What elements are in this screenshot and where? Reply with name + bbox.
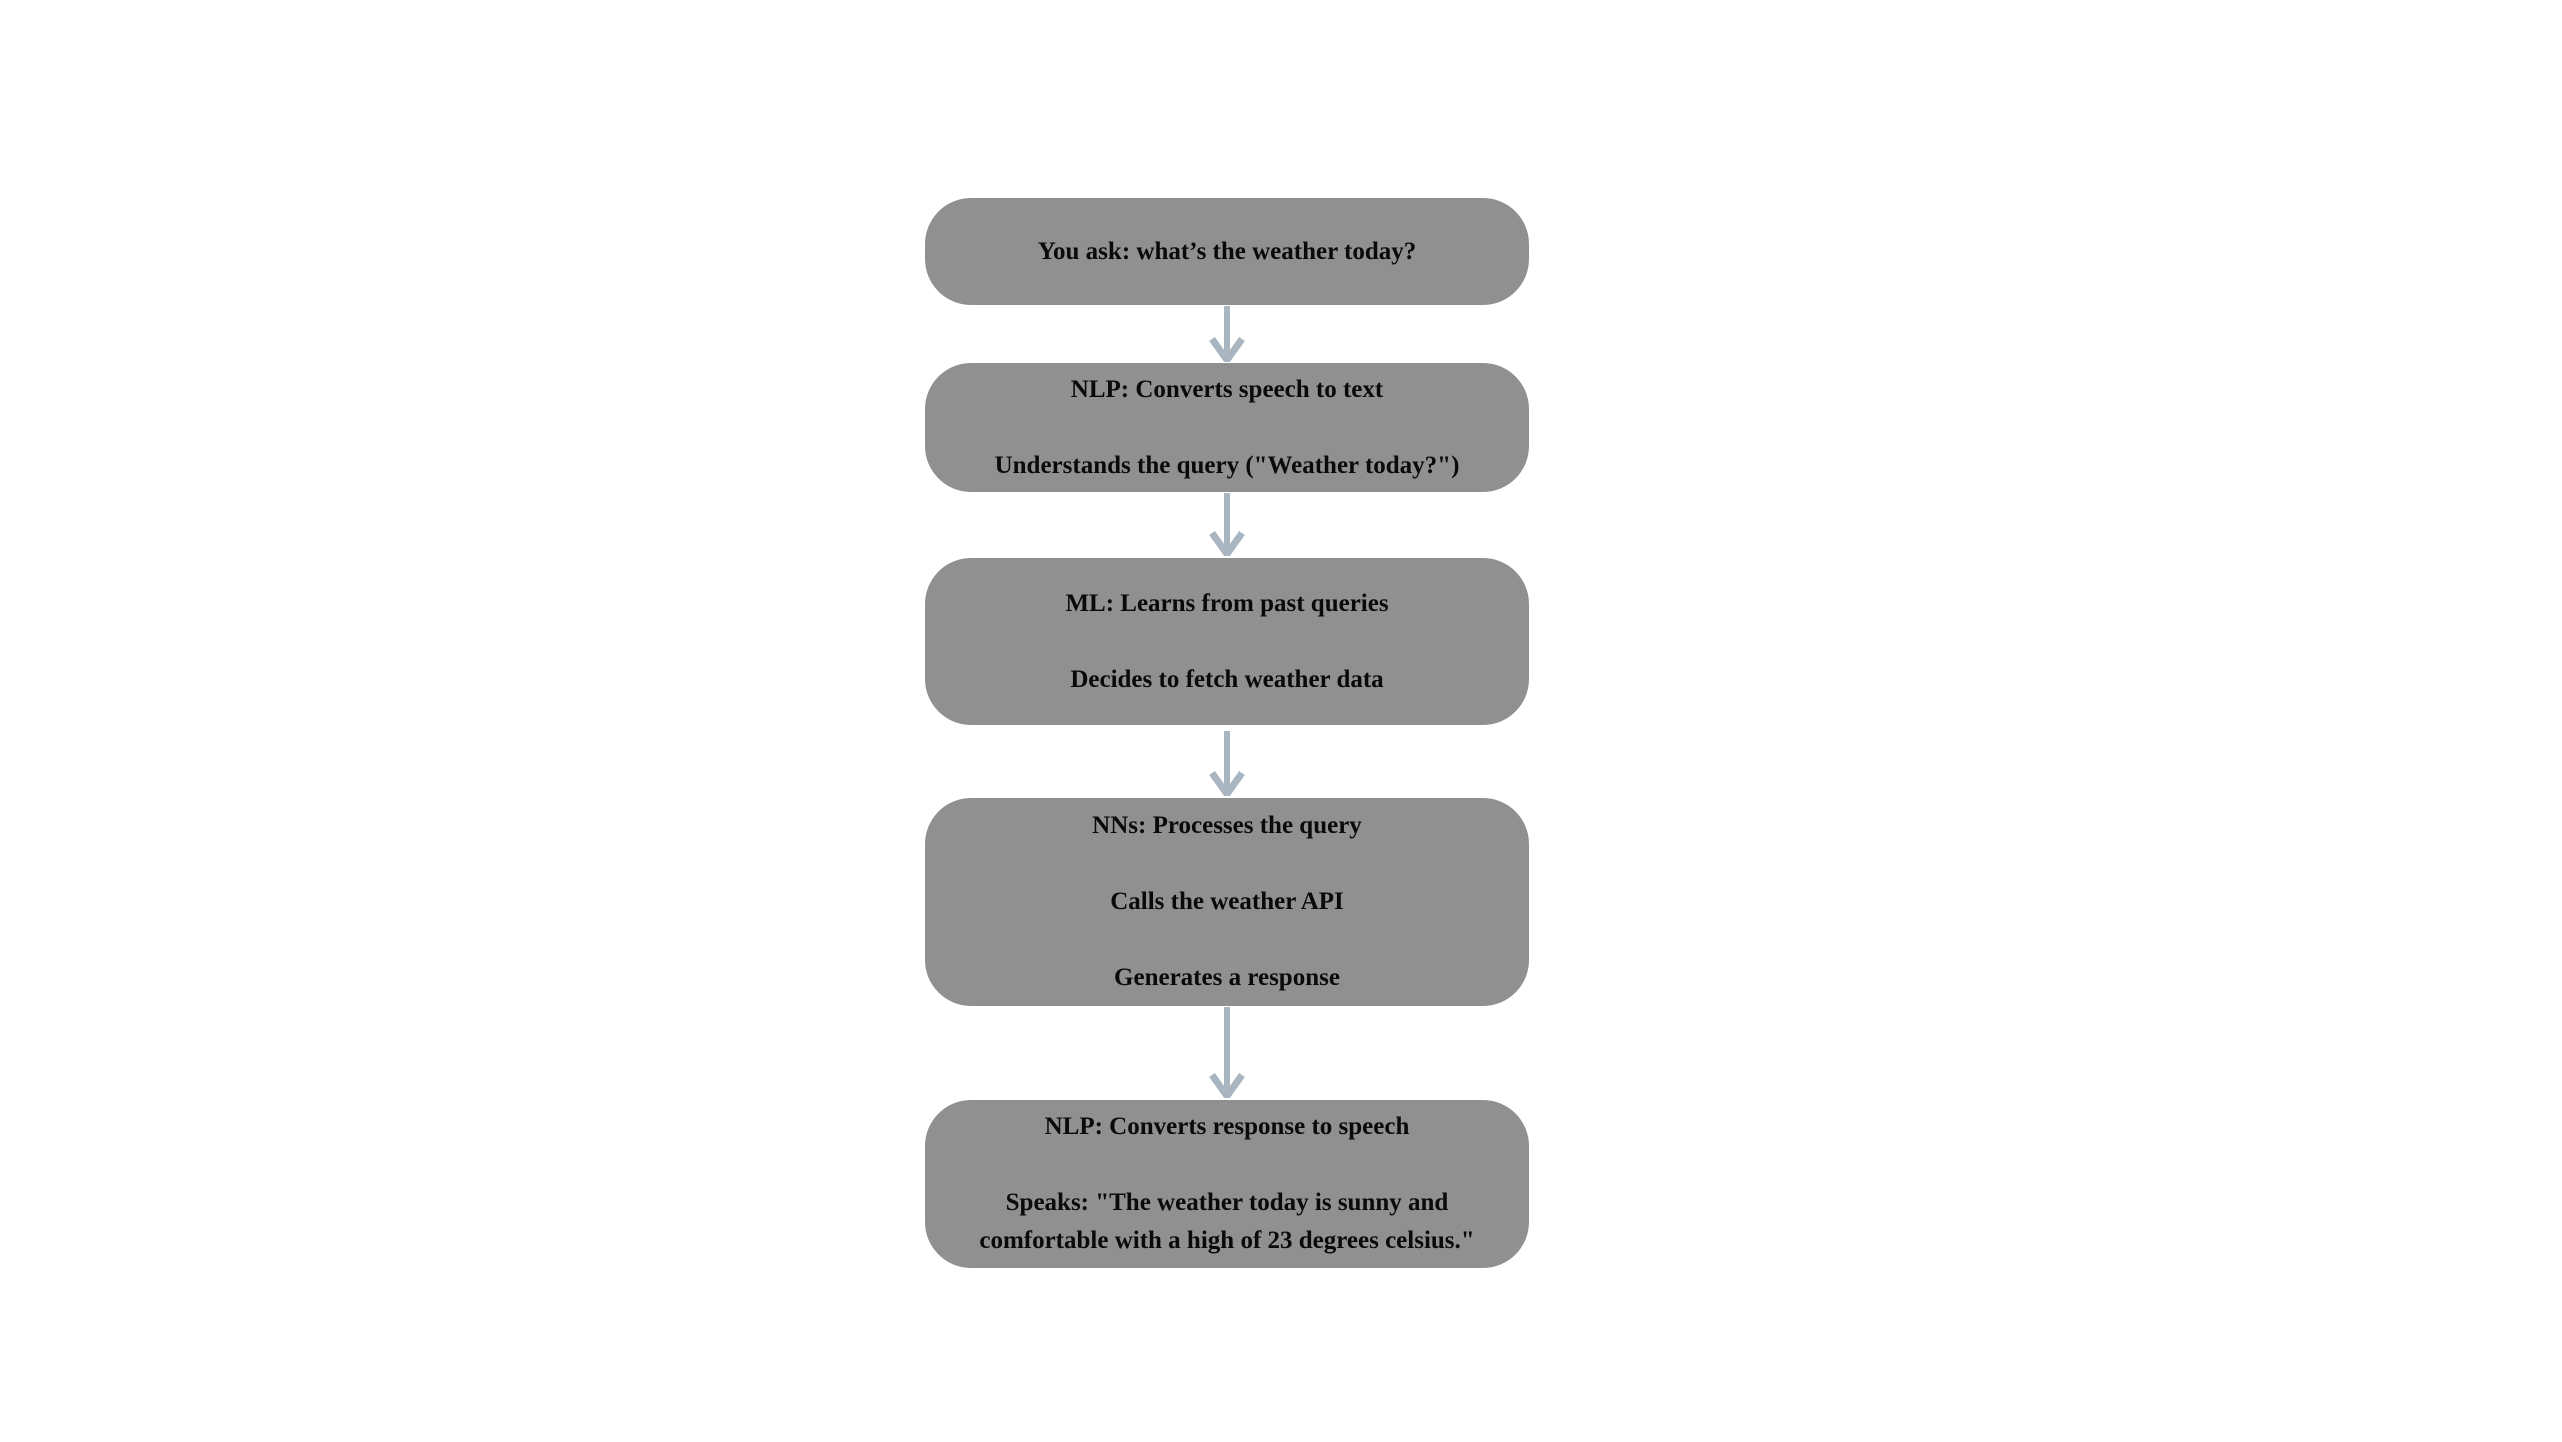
down-arrow-connector-3 [1209,731,1245,796]
arrow-head-icon [1209,1072,1245,1098]
step-text: NLP: Converts response to speech [1044,1113,1410,1140]
down-arrow-connector-4 [1209,1007,1245,1098]
arrow-head-icon [1209,336,1245,362]
flow-step-nlp-speech-to-text: NLP: Converts speech to text Understands… [925,363,1529,492]
step-text: You ask: what’s the weather today? [1037,237,1417,265]
step-text: Generates a response [1114,964,1340,991]
step-text: NLP: Converts speech to text [1070,375,1384,403]
down-arrow-connector-2 [1209,493,1245,556]
flow-step-nlp-text-to-speech: NLP: Converts response to speech Speaks:… [925,1100,1529,1268]
flow-step-neural-networks: NNs: Processes the query Calls the weath… [925,798,1529,1006]
arrow-head-icon [1209,530,1245,556]
arrow-head-icon [1209,770,1245,796]
down-arrow-connector-1 [1209,306,1245,362]
step-text: NNs: Processes the query [1092,812,1362,839]
step-text: Calls the weather API [1110,888,1344,915]
flow-step-user-query: You ask: what’s the weather today? [925,198,1529,305]
step-text: Speaks: "The weather today is sunny and … [979,1189,1475,1254]
step-text: Decides to fetch weather data [1070,665,1384,693]
flow-step-ml-learning: ML: Learns from past queries Decides to … [925,558,1529,725]
step-text: ML: Learns from past queries [1065,589,1389,617]
step-text: Understands the query ("Weather today?") [994,451,1460,479]
